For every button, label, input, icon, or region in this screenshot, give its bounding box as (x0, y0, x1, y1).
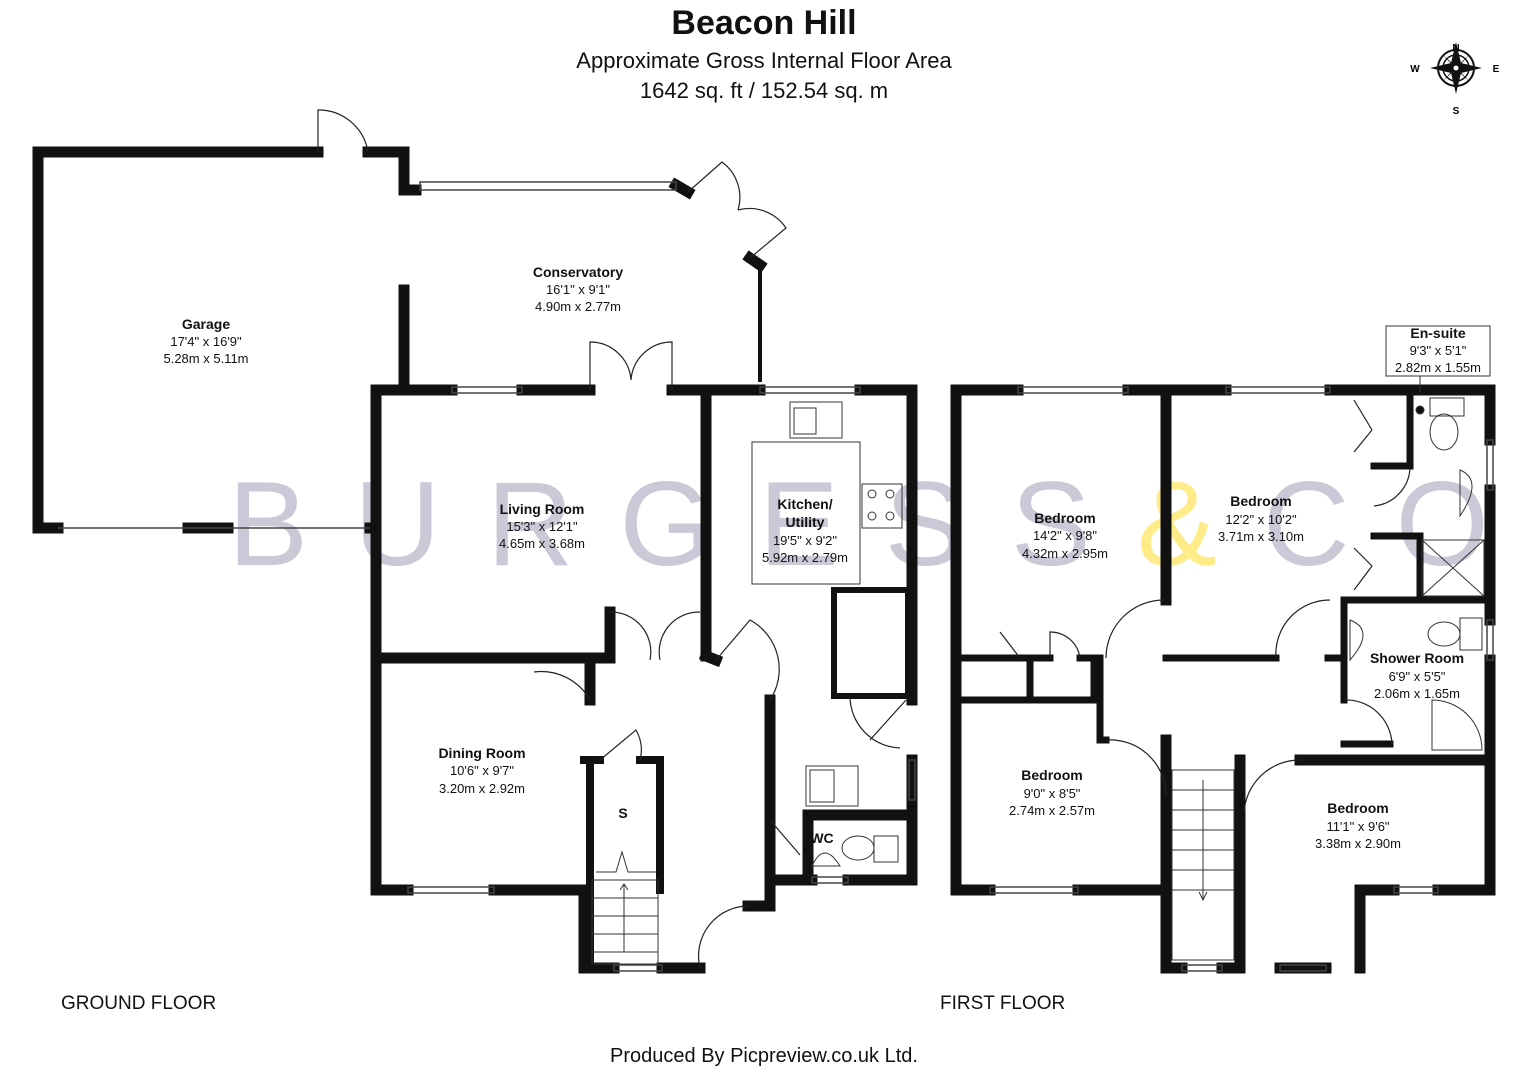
dining-imperial: 10'6" x 9'7" (450, 763, 514, 778)
utility-sink-icon (805, 765, 859, 807)
shower-name: Shower Room (1370, 650, 1464, 666)
compass-icon: N S E W (1410, 42, 1500, 116)
credit: Produced By Picpreview.co.uk Ltd. (610, 1045, 918, 1067)
ensuite-shower-icon (1421, 539, 1485, 597)
plan-subtitle: Approximate Gross Internal Floor Area (576, 48, 952, 73)
garage-imperial: 17'4" x 16'9" (170, 334, 242, 349)
conservatory-imperial: 16'1" x 9'1" (546, 282, 610, 297)
bed2-metric: 3.71m x 3.10m (1218, 529, 1304, 544)
compass-e: E (1493, 64, 1500, 75)
store-name: S (618, 805, 627, 821)
kitchen-metric: 5.92m x 2.79m (762, 550, 848, 565)
compass-n: N (1452, 43, 1459, 54)
shower-room-shower-icon (1431, 699, 1483, 751)
bed2-imperial: 12'2" x 10'2" (1225, 512, 1297, 527)
conservatory-name: Conservatory (533, 264, 623, 280)
garage-metric: 5.28m x 5.11m (163, 351, 248, 366)
bed2-name: Bedroom (1230, 493, 1291, 509)
compass-s: S (1453, 106, 1460, 116)
ensuite-name: En-suite (1410, 325, 1465, 341)
hob-icon (861, 483, 903, 529)
conservatory-metric: 4.90m x 2.77m (535, 299, 621, 314)
fixtures (591, 325, 1491, 965)
first-stairs (1171, 769, 1235, 961)
first-floor-label: FIRST FLOOR (940, 993, 1066, 1014)
bed1-metric: 4.32m x 2.95m (1022, 546, 1108, 561)
floor-area: 1642 sq. ft / 152.54 sq. m (639, 78, 889, 103)
bed3-metric: 2.74m x 2.57m (1009, 803, 1095, 818)
ensuite-metric: 2.82m x 1.55m (1395, 360, 1481, 375)
ensuite-imperial: 9'3" x 5'1" (1410, 343, 1467, 358)
kitchen-name-2: Utility (786, 514, 825, 530)
walls (32, 146, 1496, 974)
garage-name: Garage (182, 316, 230, 332)
bed3-name: Bedroom (1021, 767, 1082, 783)
kitchen-imperial: 19'5" x 9'2" (773, 533, 837, 548)
wc-basin-icon (811, 852, 841, 867)
bed4-metric: 3.38m x 2.90m (1315, 836, 1401, 851)
compass-w: W (1410, 64, 1420, 75)
bed4-imperial: 11'1" x 9'6" (1326, 819, 1389, 834)
wc-name: WC (810, 830, 833, 846)
bed1-imperial: 14'2" x 9'8" (1033, 528, 1097, 543)
ensuite-label-box (1385, 325, 1491, 377)
bed3-imperial: 9'0" x 8'5" (1024, 786, 1081, 801)
dining-name: Dining Room (438, 745, 525, 761)
ground-stairs (591, 850, 659, 965)
living-name: Living Room (500, 501, 585, 517)
ensuite-basin-icon (1459, 469, 1473, 518)
dining-metric: 3.20m x 2.92m (439, 781, 525, 796)
bed1-name: Bedroom (1034, 510, 1095, 526)
kitchen-name-1: Kitchen/ (777, 496, 832, 512)
shower-room-basin-icon (1349, 619, 1364, 662)
plan-title: Beacon Hill (671, 4, 857, 42)
wc-toilet-icon (841, 835, 875, 861)
watermark-amp: & (1136, 457, 1263, 591)
kitchen-island (751, 441, 861, 585)
living-metric: 4.65m x 3.68m (499, 536, 585, 551)
ground-floor-label: GROUND FLOOR (61, 993, 217, 1014)
shower-room-toilet-icon (1427, 621, 1461, 647)
shower-metric: 2.06m x 1.65m (1374, 686, 1460, 701)
bed4-name: Bedroom (1327, 800, 1388, 816)
room-labels: Garage 17'4" x 16'9" 5.28m x 5.11m Conse… (163, 264, 1481, 851)
ensuite-toilet-icon (1429, 413, 1459, 451)
kitchen-sink-icon (789, 401, 843, 439)
doors (317, 109, 1411, 969)
living-imperial: 15'3" x 12'1" (506, 519, 578, 534)
shower-imperial: 6'9" x 5'5" (1389, 669, 1446, 684)
windows (58, 181, 1494, 972)
